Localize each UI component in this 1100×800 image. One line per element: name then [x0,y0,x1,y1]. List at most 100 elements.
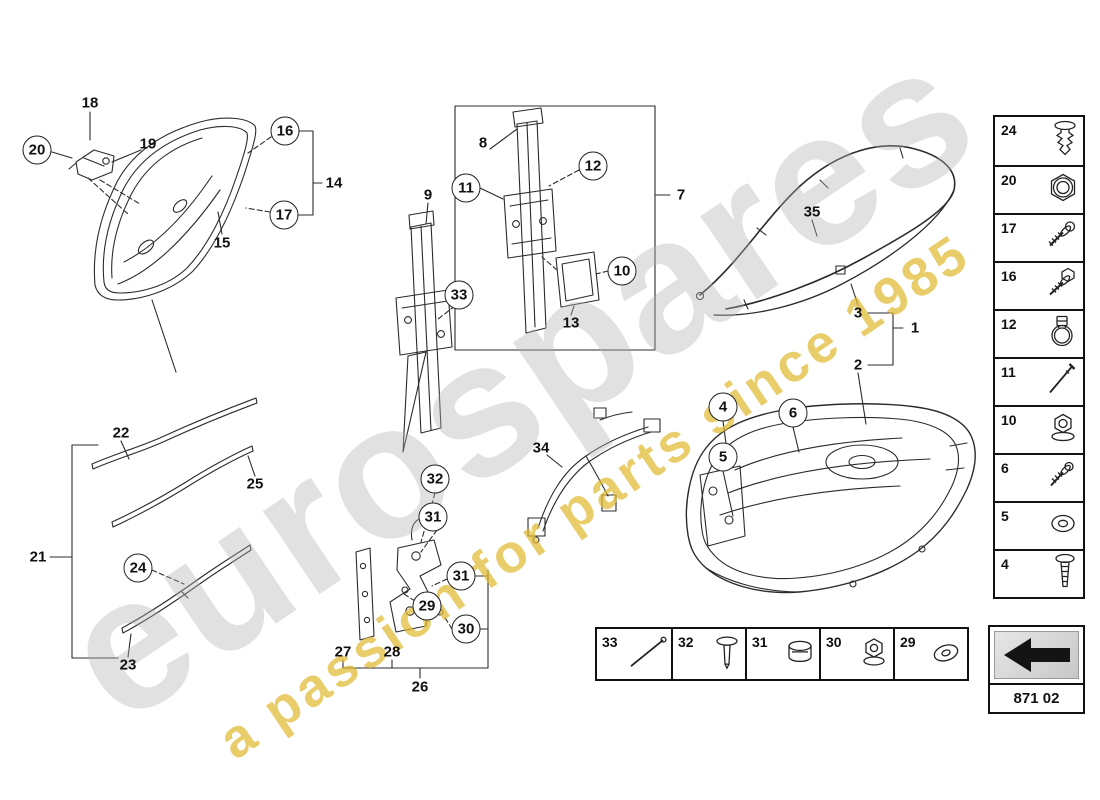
sidebar-item-4[interactable]: 4 [995,549,1083,597]
part-number: 20 [1001,172,1017,188]
part-number: 4 [1001,556,1009,572]
leader-lines [49,111,904,679]
callout-11[interactable]: 11 [451,173,481,203]
callout-25: 25 [246,475,264,493]
part-number: 11 [1001,364,1016,380]
part-number: 16 [1001,268,1017,284]
grommet-sleeve-icon [785,638,815,673]
callout-21: 21 [29,548,47,566]
callout-22: 22 [112,424,130,442]
washer-icon [929,638,963,673]
rail-assembly-box [454,105,656,351]
part-number: 6 [1001,460,1009,476]
hex-bolt-icon [1044,267,1078,306]
part-number: 33 [602,634,618,650]
bottom-item-31[interactable]: 31 [745,629,819,679]
sidebar-item-6[interactable]: 6 [995,453,1083,501]
sidebar-item-5[interactable]: 5 [995,501,1083,549]
part-number: 12 [1001,316,1017,332]
callout-23: 23 [119,656,137,674]
callout-24[interactable]: 24 [123,553,153,583]
seal-strip-lower [121,544,251,629]
long-pin-icon [1044,363,1078,402]
fastener-sidebar: 24 20 17 [993,115,1085,599]
part-number: 24 [1001,122,1017,138]
callout-33[interactable]: 33 [444,280,474,310]
wiring-harness [537,426,649,529]
callout-5[interactable]: 5 [708,442,738,472]
callout-32[interactable]: 32 [420,464,450,494]
guide-rail-a [512,107,544,128]
mounting-bracket [389,539,442,633]
callout-31a[interactable]: 31 [418,502,448,532]
long-pin-icon [625,635,667,676]
callout-30[interactable]: 30 [451,614,481,644]
screw-with-washer-icon [1044,219,1078,258]
callout-15: 15 [213,234,231,252]
bottom-item-30[interactable]: 30 [819,629,893,679]
part-number: 31 [752,634,768,650]
sidebar-item-16[interactable]: 16 [995,261,1083,309]
callout-28: 28 [383,643,401,661]
washer-icon [1048,511,1078,542]
sidebar-item-24[interactable]: 24 [995,117,1083,165]
sidebar-item-20[interactable]: 20 [995,165,1083,213]
hex-nut-icon [1048,173,1078,208]
expansion-rivet-icon [1052,120,1078,163]
callout-14: 14 [325,174,343,192]
callout-3: 3 [853,304,863,322]
callout-8: 8 [478,134,488,152]
callout-9: 9 [423,186,433,204]
push-rivet-icon [713,635,741,676]
callout-12[interactable]: 12 [578,151,608,181]
part-number: 17 [1001,220,1017,236]
guide-rail-b [408,210,435,230]
screw-with-washer-icon [1044,459,1078,498]
callout-27: 27 [334,643,352,661]
seal-strip-upper [91,397,257,465]
back-arrow-icon [1003,638,1070,672]
page-code: 871 02 [990,683,1083,712]
callout-6[interactable]: 6 [778,398,808,428]
mounting-plate [555,251,600,308]
bottom-item-29[interactable]: 29 [893,629,967,679]
callout-17[interactable]: 17 [269,200,299,230]
sidebar-item-12[interactable]: 12 [995,309,1083,357]
hose-clamp-icon [1046,315,1078,354]
part-number: 10 [1001,412,1017,428]
callout-16[interactable]: 16 [270,116,300,146]
callout-35: 35 [803,203,821,221]
page-nav-box: 871 02 [988,625,1085,714]
sidebar-item-17[interactable]: 17 [995,213,1083,261]
callout-7: 7 [676,186,686,204]
part-number: 32 [678,634,694,650]
side-panel-outline [93,117,257,301]
back-arrow-button[interactable] [994,631,1079,679]
callout-31b[interactable]: 31 [446,561,476,591]
sidebar-item-10[interactable]: 10 [995,405,1083,453]
callout-1: 1 [910,319,920,337]
storage-tray [685,403,976,594]
callout-29[interactable]: 29 [412,591,442,621]
callout-4[interactable]: 4 [708,392,738,422]
nut-with-washer-icon [1048,412,1078,449]
pan-head-screw-icon [1052,553,1078,596]
callout-10[interactable]: 10 [607,256,637,286]
sidebar-item-11[interactable]: 11 [995,357,1083,405]
callout-20[interactable]: 20 [22,135,52,165]
callout-18: 18 [81,94,99,112]
callout-34: 34 [532,439,550,457]
callout-19: 19 [139,135,157,153]
seal-strip-middle [111,445,253,523]
bottom-item-32[interactable]: 32 [671,629,745,679]
part-number: 29 [900,634,916,650]
flange-nut-icon [859,637,889,674]
part-number: 30 [826,634,842,650]
callout-13: 13 [562,314,580,332]
bottom-item-33[interactable]: 33 [597,629,671,679]
callout-26: 26 [411,678,429,696]
part-number: 5 [1001,508,1009,524]
drive-motor [75,149,115,181]
